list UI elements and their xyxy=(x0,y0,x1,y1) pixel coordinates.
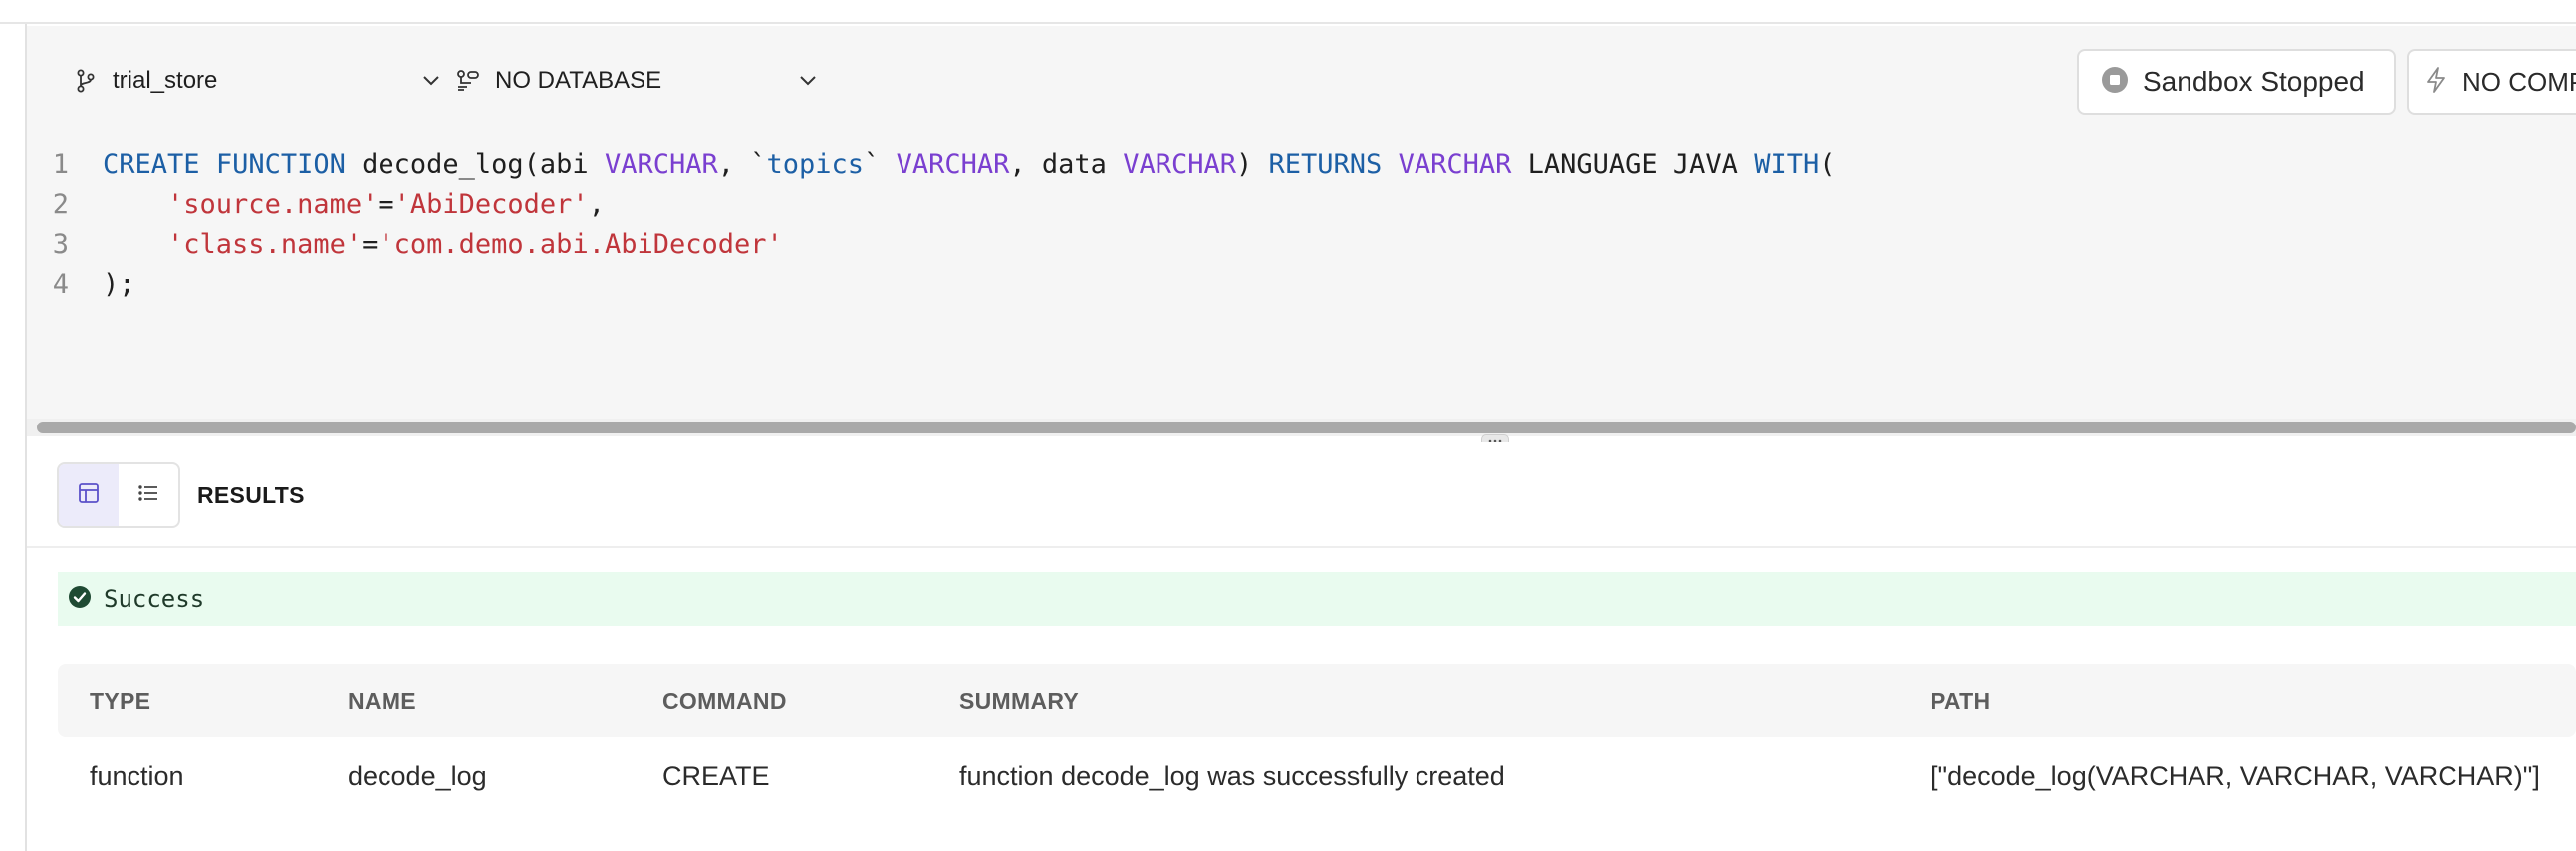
status-text: Success xyxy=(104,585,205,613)
table-view-button[interactable] xyxy=(59,464,119,526)
horizontal-scrollbar[interactable] xyxy=(37,422,2576,433)
table-header: TYPE NAME COMMAND SUMMARY PATH xyxy=(58,664,2576,737)
database-link-icon xyxy=(455,68,481,94)
column-header-path[interactable]: PATH xyxy=(1931,688,1991,713)
code-line[interactable]: 4); xyxy=(27,265,2517,305)
database-selector-label: NO DATABASE xyxy=(495,67,662,94)
compute-selector-label: NO COMPUTE xyxy=(2462,66,2576,97)
cell-command: CREATE xyxy=(662,761,770,791)
chevron-down-icon xyxy=(419,69,443,93)
database-selector[interactable]: NO DATABASE xyxy=(455,46,834,116)
editor-toolbar: trial_store NO DATABASE xyxy=(27,46,2576,116)
list-icon xyxy=(136,481,160,510)
line-number: 3 xyxy=(52,229,69,260)
column-header-type[interactable]: TYPE xyxy=(90,688,151,713)
cell-type: function xyxy=(90,761,184,791)
sandbox-status-label: Sandbox Stopped xyxy=(2143,66,2365,97)
code-line[interactable]: 2 'source.name'='AbiDecoder', xyxy=(27,185,2517,225)
table-row[interactable]: function decode_log CREATE function deco… xyxy=(58,737,2576,815)
code-line[interactable]: 3 'class.name'='com.demo.abi.AbiDecoder' xyxy=(27,225,2517,265)
lightning-icon xyxy=(2425,66,2447,99)
line-number: 4 xyxy=(52,269,69,300)
column-header-command[interactable]: COMMAND xyxy=(662,688,787,713)
chevron-down-icon xyxy=(796,69,820,93)
sandbox-status-button[interactable]: Sandbox Stopped xyxy=(2077,49,2396,115)
top-border xyxy=(0,0,2576,24)
column-header-summary[interactable]: SUMMARY xyxy=(959,688,1080,713)
list-view-button[interactable] xyxy=(119,464,178,526)
store-selector-label: trial_store xyxy=(113,67,218,94)
results-header: RESULTS xyxy=(27,442,2576,548)
view-toggle xyxy=(57,462,180,528)
results-title: RESULTS xyxy=(197,482,305,508)
stop-icon xyxy=(2101,66,2129,99)
cell-summary: function decode_log was successfully cre… xyxy=(959,761,1505,791)
store-selector[interactable]: trial_store xyxy=(73,46,451,116)
check-circle-icon xyxy=(68,585,92,614)
cell-path: ["decode_log(VARCHAR, VARCHAR, VARCHAR)"… xyxy=(1931,761,2540,791)
cell-name: decode_log xyxy=(348,761,487,791)
code-line-text: ); xyxy=(103,269,135,300)
compute-selector-button[interactable]: NO COMPUTE xyxy=(2407,49,2576,115)
line-number: 2 xyxy=(52,189,69,220)
line-number: 1 xyxy=(52,149,69,180)
branch-icon xyxy=(73,68,99,94)
code-line-text: 'class.name'='com.demo.abi.AbiDecoder' xyxy=(167,229,783,260)
success-status-bar: Success xyxy=(58,572,2576,626)
code-line[interactable]: 1 CREATE FUNCTION decode_log(abi VARCHAR,… xyxy=(27,145,2517,185)
code-line-text: CREATE FUNCTION decode_log(abi VARCHAR, … xyxy=(103,149,1836,180)
code-line-text: 'source.name'='AbiDecoder', xyxy=(167,189,605,220)
table-icon xyxy=(77,481,101,510)
left-rail xyxy=(0,24,27,851)
column-header-name[interactable]: NAME xyxy=(348,688,416,713)
